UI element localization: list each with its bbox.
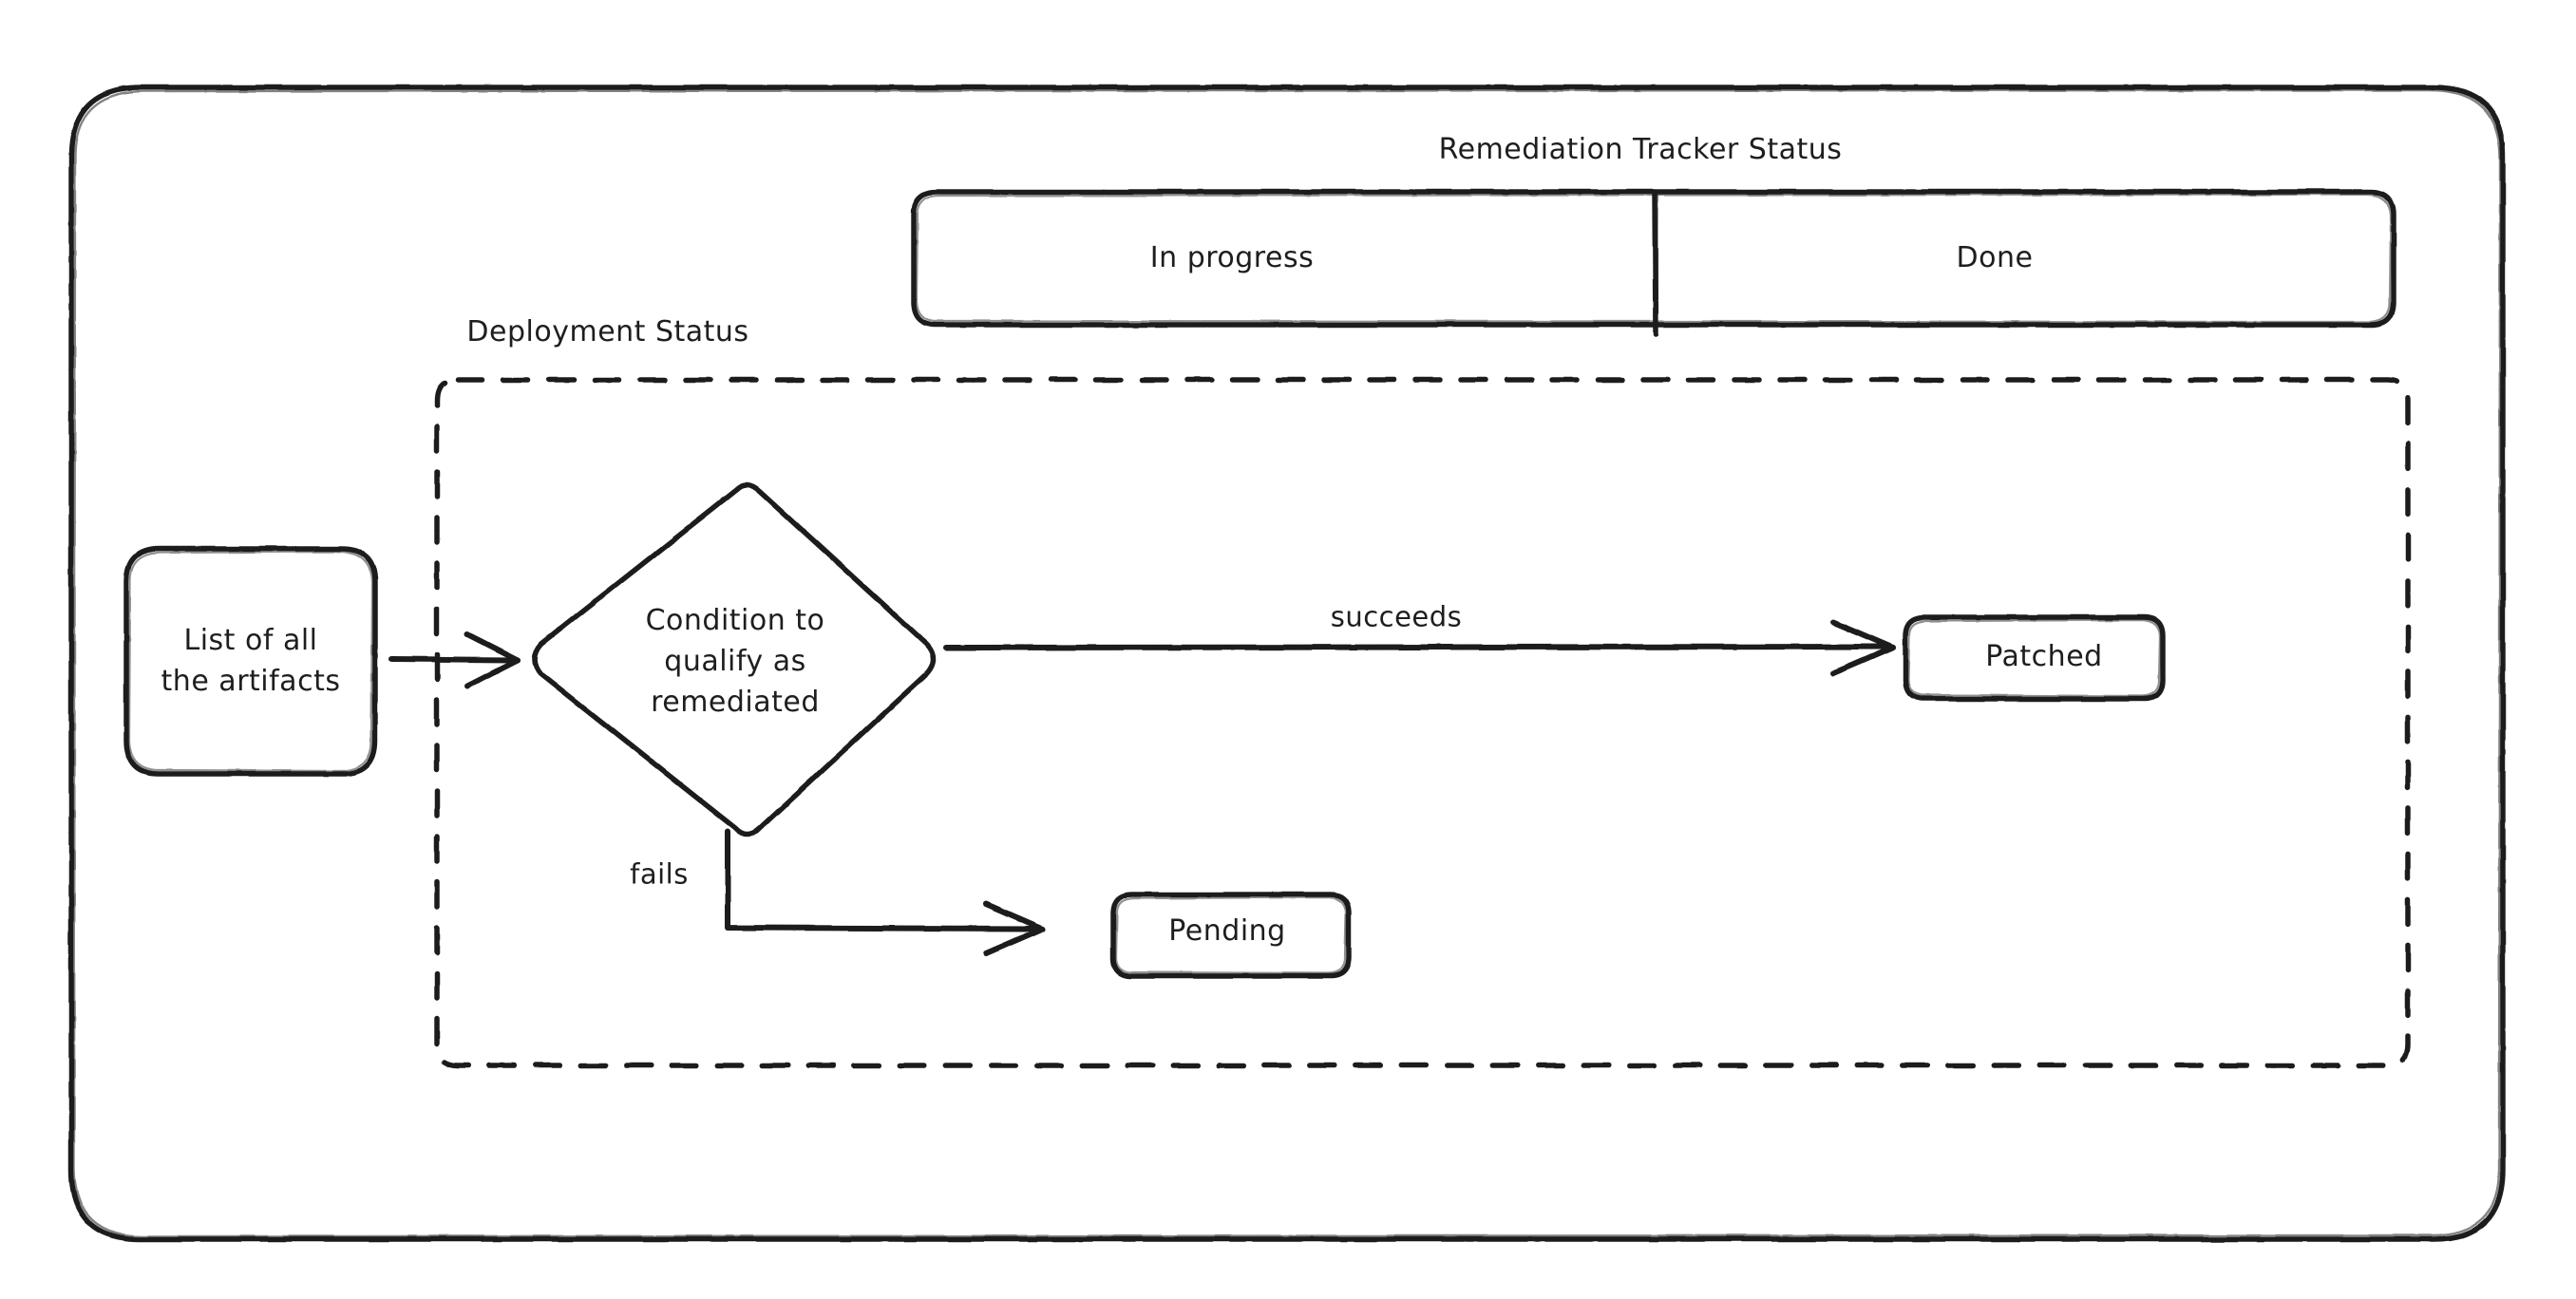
edge-condition-to-patched [943, 619, 1896, 676]
artifacts-node-shape [123, 546, 378, 777]
tracker-cell-done[interactable] [1655, 192, 2394, 325]
condition-node-shape [532, 482, 937, 838]
tracker-bar-shape [911, 189, 2396, 337]
tracker-bar-divider-handle[interactable] [1646, 192, 1663, 334]
node-artifacts[interactable] [126, 549, 375, 774]
edge-condition-to-pending [725, 829, 1046, 956]
edge-artifacts-to-condition [388, 631, 521, 688]
deployment-container-shape [434, 377, 2411, 1068]
patched-node-shape [1903, 614, 2166, 702]
tracker-cell-in-progress[interactable] [914, 192, 1655, 325]
deployment-status-container[interactable] [437, 380, 2408, 1065]
pending-node-shape [1110, 892, 1352, 979]
outer-frame-shape [68, 85, 2506, 1242]
